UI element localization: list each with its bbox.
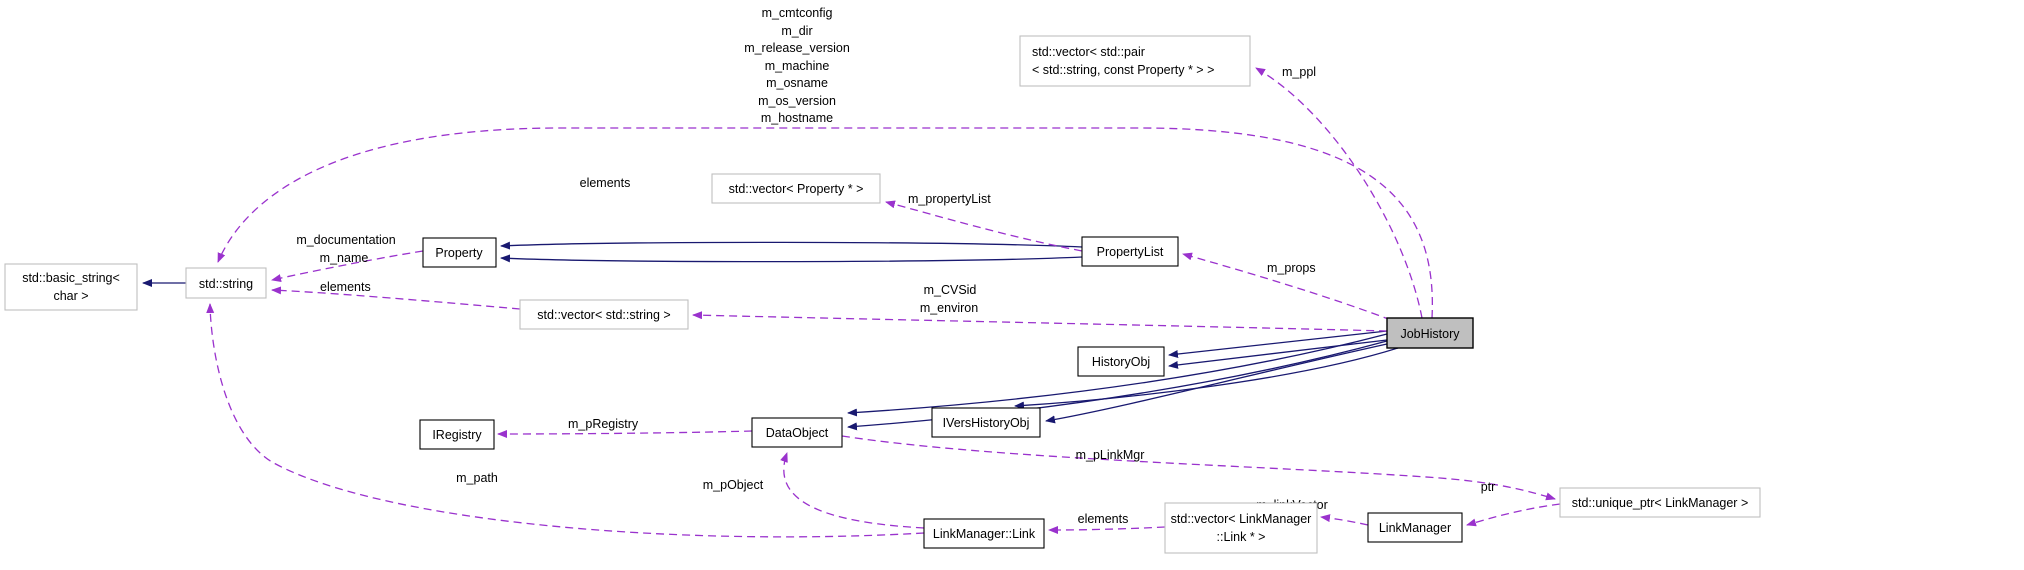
edge-jobhistory-pairvector	[1255, 67, 1423, 319]
edge-jobhistory-ivershistoryobj-1	[1014, 347, 1399, 410]
edge-label-m-dir: m_dir	[781, 24, 812, 38]
edge-label-m-ppl: m_ppl	[1282, 65, 1316, 79]
edge-label-m-hostname: m_hostname	[761, 111, 833, 125]
edge-label-m-documentation: m_documentation	[296, 233, 395, 247]
node-label: std::basic_string<	[22, 271, 120, 285]
edge-linkmanager-vectorlink	[1320, 514, 1369, 526]
node-label: IRegistry	[432, 428, 482, 442]
edge-vectorstring-string	[271, 286, 521, 310]
node-label: HistoryObj	[1092, 355, 1150, 369]
edge-label-elements-left: elements	[320, 280, 371, 294]
edge-label-m-pregistry: m_pRegistry	[568, 417, 639, 431]
usage-edges	[206, 67, 1561, 538]
node-linkmanager[interactable]: LinkManager	[1367, 512, 1463, 543]
edge-label-m-path: m_path	[456, 471, 498, 485]
edge-propertylist-vectorproperty	[885, 200, 1083, 252]
node-label: LinkManager	[1379, 521, 1451, 535]
node-box	[1077, 346, 1165, 377]
edge-jobhistory-historyobj-2	[1168, 339, 1388, 369]
node-dataobject[interactable]: DataObject	[751, 417, 843, 448]
node-box	[419, 419, 495, 450]
node-box	[711, 173, 881, 204]
edge-propertylist-property-2	[500, 254, 1083, 263]
node-historyobj[interactable]: HistoryObj	[1077, 346, 1165, 377]
edge-label-m-cmtconfig: m_cmtconfig	[762, 6, 833, 20]
edge-labels: m_cmtconfig m_dir m_release_version m_ma…	[296, 6, 1495, 526]
edge-label-m-name: m_name	[320, 251, 369, 265]
edge-dataobject-uniqueptr	[841, 435, 1556, 501]
node-box	[185, 267, 267, 299]
edge-label-m-plinkmgr: m_pLinkMgr	[1076, 448, 1145, 462]
node-box	[1019, 35, 1251, 87]
node-label: ::Link * >	[1217, 530, 1266, 544]
node-std-vector-linkmanager-link[interactable]: std::vector< LinkManager ::Link * >	[1164, 502, 1318, 554]
node-label: Property	[435, 246, 483, 260]
edge-vectorlink-link	[1048, 525, 1166, 534]
edge-uniqueptr-linkmanager	[1466, 503, 1561, 527]
edge-label-m-machine: m_machine	[765, 59, 830, 73]
edge-label-m-release-version: m_release_version	[744, 41, 850, 55]
edge-label-m-props: m_props	[1267, 261, 1316, 275]
node-label: LinkManager::Link	[933, 527, 1036, 541]
node-label: char >	[53, 289, 88, 303]
edge-jobhistory-string-top	[217, 127, 1434, 319]
edge-label-m-os-version: m_os_version	[758, 94, 836, 108]
edge-link-dataobject	[780, 452, 925, 529]
node-label: JobHistory	[1400, 327, 1460, 341]
edge-label-m-environ: m_environ	[920, 301, 978, 315]
node-label: std::string	[199, 277, 253, 291]
edge-label-m-cvsid: m_CVSid	[924, 283, 977, 297]
node-std-vector-string[interactable]: std::vector< std::string >	[519, 299, 689, 330]
edge-jobhistory-ivershistoryobj-2	[1045, 343, 1388, 424]
node-box	[1081, 236, 1179, 267]
edge-property-string	[271, 250, 424, 282]
inheritance-edges	[142, 241, 1399, 431]
node-std-vector-property[interactable]: std::vector< Property * >	[711, 173, 881, 204]
node-propertylist[interactable]: PropertyList	[1081, 236, 1179, 267]
edge-jobhistory-historyobj-1	[1168, 330, 1388, 358]
node-box	[1367, 512, 1463, 543]
node-box	[1164, 502, 1318, 554]
edge-jobhistory-vectorstring	[692, 311, 1388, 332]
node-label: IVersHistoryObj	[943, 416, 1030, 430]
edge-label-m-pobject: m_pObject	[703, 478, 764, 492]
node-box	[519, 299, 689, 330]
node-box	[422, 237, 497, 268]
node-label: std::vector< Property * >	[729, 182, 864, 196]
edge-propertylist-property-1	[500, 241, 1083, 250]
node-label: std::vector< std::pair	[1032, 45, 1145, 59]
node-linkmanager-link[interactable]: LinkManager::Link	[923, 518, 1045, 549]
node-std-unique-ptr-linkmanager[interactable]: std::unique_ptr< LinkManager >	[1559, 487, 1761, 518]
node-label: PropertyList	[1097, 245, 1164, 259]
node-box	[1559, 487, 1761, 518]
edge-jobhistory-propertylist	[1182, 252, 1392, 321]
edge-label-elements-top: elements	[580, 176, 631, 190]
edge-label-m-propertylist: m_propertyList	[908, 192, 991, 206]
edge-dataobject-iregistry	[497, 429, 753, 438]
edge-jobhistory-dataobject-2	[847, 340, 1388, 431]
node-label: DataObject	[766, 426, 829, 440]
edge-label-m-osname: m_osname	[766, 76, 828, 90]
node-box	[931, 407, 1041, 438]
node-iregistry[interactable]: IRegistry	[419, 419, 495, 450]
edge-label-ptr: ptr	[1481, 480, 1496, 494]
node-ivershistoryobj[interactable]: IVersHistoryObj	[931, 407, 1041, 438]
edge-label-elements-bottom: elements	[1078, 512, 1129, 526]
node-box	[751, 417, 843, 448]
node-std-vector-pair[interactable]: std::vector< std::pair < std::string, co…	[1019, 35, 1251, 87]
node-label: < std::string, const Property * > >	[1032, 63, 1214, 77]
node-label: std::vector< LinkManager	[1171, 512, 1312, 526]
edge-jobhistory-dataobject-1	[847, 333, 1388, 417]
node-box	[1386, 317, 1474, 349]
node-box	[923, 518, 1045, 549]
node-box	[4, 263, 138, 311]
node-label: std::vector< std::string >	[537, 308, 670, 322]
node-jobhistory[interactable]: JobHistory	[1386, 317, 1474, 349]
node-label: std::unique_ptr< LinkManager >	[1572, 496, 1749, 510]
node-std-string[interactable]: std::string	[185, 267, 267, 299]
node-std-basic-string[interactable]: std::basic_string< char >	[4, 263, 138, 311]
edge-link-string-path	[206, 303, 925, 538]
node-property[interactable]: Property	[422, 237, 497, 268]
